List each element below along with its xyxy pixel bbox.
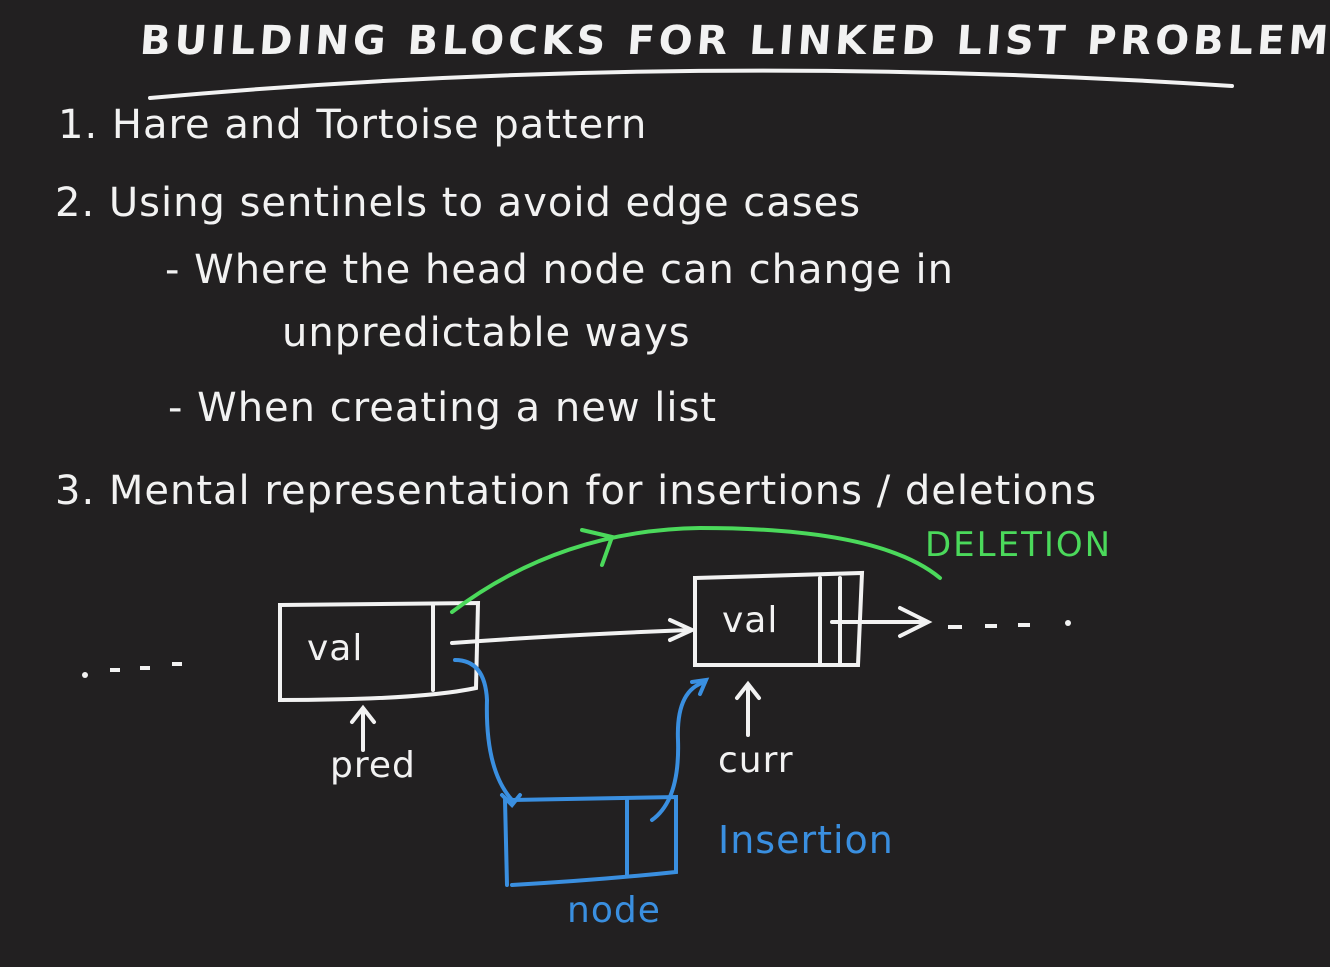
list-item-2: 2. Using sentinels to avoid edge cases: [55, 180, 861, 226]
list-item-text: Hare and Tortoise pattern: [111, 102, 648, 148]
list-item-number: 2.: [55, 180, 96, 226]
curr-pointer-label: curr: [718, 740, 794, 781]
list-item-3: 3. Mental representation for insertions …: [55, 468, 1097, 514]
list-item-text: Mental representation for insertions / d…: [108, 468, 1098, 514]
pred-pointer-label: pred: [330, 745, 416, 786]
pred-arrow-icon: [350, 704, 376, 752]
curr-node: [693, 570, 865, 667]
pred-node: [278, 600, 481, 703]
next-pointer-arrow: [450, 618, 697, 645]
deletion-label: DELETION: [925, 525, 1113, 565]
title-underline: [148, 68, 1234, 100]
curr-next-arrow: [830, 606, 933, 638]
sub-item: unpredictable ways: [282, 310, 691, 356]
deletion-arrow: [450, 525, 942, 614]
list-item-text: Using sentinels to avoid edge cases: [108, 180, 862, 226]
list-item-number: 3.: [55, 468, 96, 514]
pred-node-value: val: [307, 628, 364, 669]
left-ellipsis: [82, 662, 182, 678]
insertion-label: Insertion: [718, 818, 894, 862]
list-item-number: 1.: [58, 102, 99, 148]
sub-item: - Where the head node can change in: [165, 247, 954, 293]
curr-arrow-icon: [735, 680, 761, 737]
new-node: [503, 794, 678, 887]
right-ellipsis: [948, 620, 1071, 629]
new-node-label: node: [567, 890, 661, 931]
sub-item: - When creating a new list: [168, 385, 718, 431]
curr-node-value: val: [722, 600, 779, 641]
list-item-1: 1. Hare and Tortoise pattern: [58, 102, 647, 148]
